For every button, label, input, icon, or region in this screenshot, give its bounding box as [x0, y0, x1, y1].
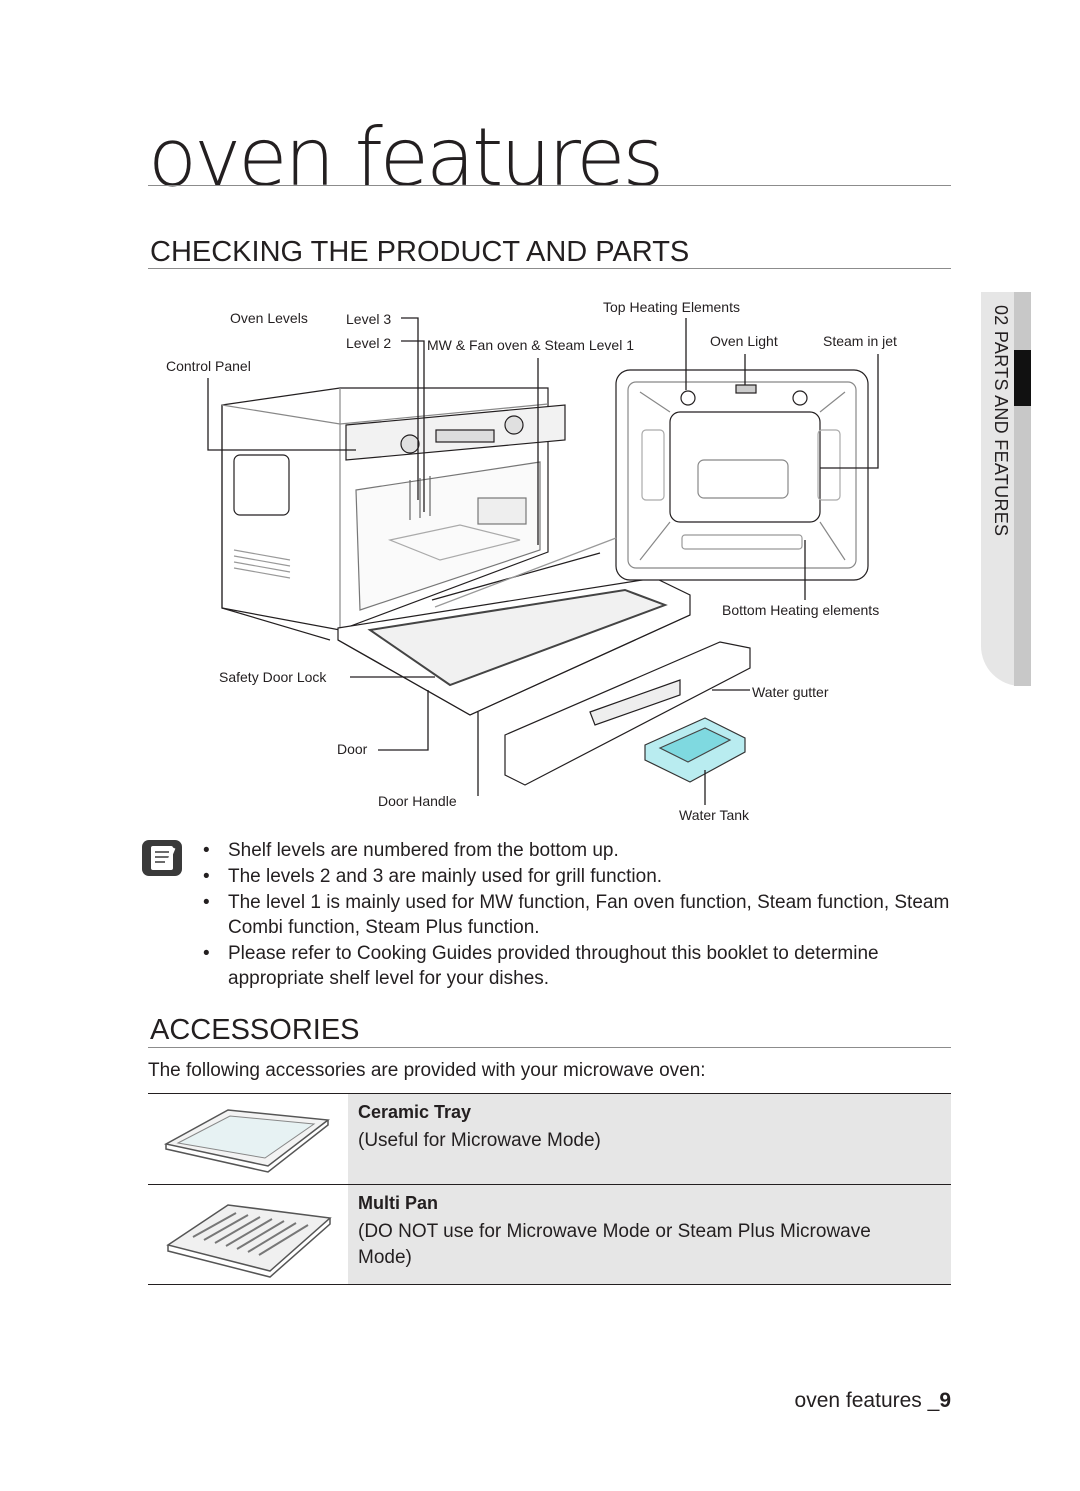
note-item: The levels 2 and 3 are mainly used for g…	[200, 864, 960, 889]
section-heading-accessories: ACCESSORIES	[150, 1014, 360, 1046]
control-panel-leader	[207, 378, 356, 451]
page-footer: oven features _9	[795, 1389, 951, 1413]
label-oven-levels: Oven Levels	[230, 310, 308, 326]
note-icon	[142, 840, 182, 876]
label-door: Door	[337, 741, 368, 757]
accessory-name: Ceramic Tray	[358, 1102, 472, 1122]
label-level1: MW & Fan oven & Steam Level 1	[427, 337, 634, 353]
label-control-panel: Control Panel	[166, 358, 251, 374]
label-water-gutter: Water gutter	[752, 684, 829, 700]
oven-door-illustration	[337, 577, 691, 716]
label-steam-jet: Steam in jet	[823, 333, 897, 349]
label-top-heating: Top Heating Elements	[603, 299, 740, 315]
table-top-rule	[148, 1093, 951, 1094]
notes-list: Shelf levels are numbered from the botto…	[200, 838, 960, 992]
page-title: oven features	[148, 111, 664, 204]
steam-jet-leader	[820, 354, 879, 469]
section-rule	[148, 268, 951, 269]
water-tank-illustration	[644, 717, 746, 783]
accessory-description: (Useful for Microwave Mode)	[358, 1130, 601, 1151]
footer-label: oven features _	[794, 1389, 940, 1412]
label-level3: Level 3	[346, 311, 392, 327]
accessory-description: (DO NOT use for Microwave Mode or Steam …	[358, 1221, 871, 1268]
chapter-tab-label: 02 PARTS AND FEATURES	[991, 305, 1011, 537]
table-bottom-rule	[148, 1284, 951, 1285]
page-number: 9	[939, 1389, 951, 1412]
oven-interior-front-view	[615, 369, 869, 581]
label-bottom-heating: Bottom Heating elements	[722, 602, 880, 618]
oven-parts-diagram	[207, 317, 879, 805]
door-leader	[378, 690, 429, 751]
chapter-tab-marker	[1014, 350, 1031, 406]
note-item: Please refer to Cooking Guides provided …	[200, 941, 960, 991]
multi-pan-info: Multi Pan (DO NOT use for Microwave Mode…	[348, 1185, 951, 1284]
section-rule	[148, 1047, 951, 1048]
label-safety-door-lock: Safety Door Lock	[219, 669, 327, 685]
table-row: Multi Pan (DO NOT use for Microwave Mode…	[148, 1185, 951, 1284]
title-rule	[148, 185, 951, 186]
oven-body-illustration	[221, 387, 566, 641]
table-row: Ceramic Tray (Useful for Microwave Mode)	[148, 1094, 951, 1184]
section-heading-checking: CHECKING THE PRODUCT AND PARTS	[150, 236, 690, 268]
level3-leader	[401, 317, 419, 500]
multi-pan-image	[148, 1185, 347, 1284]
note-item: Shelf levels are numbered from the botto…	[200, 838, 960, 863]
label-door-handle: Door Handle	[378, 793, 457, 809]
ceramic-tray-image	[148, 1094, 347, 1184]
label-oven-light: Oven Light	[710, 333, 778, 349]
ceramic-tray-info: Ceramic Tray (Useful for Microwave Mode)	[348, 1094, 951, 1184]
label-water-tank: Water Tank	[679, 807, 750, 823]
water-gutter-illustration	[504, 641, 751, 786]
accessories-intro: The following accessories are provided w…	[148, 1060, 706, 1081]
label-level2: Level 2	[346, 335, 392, 351]
table-row-rule	[148, 1184, 951, 1185]
note-item: The level 1 is mainly used for MW functi…	[200, 890, 960, 940]
accessory-name: Multi Pan	[358, 1193, 438, 1213]
level2-leader	[401, 340, 425, 512]
callout-lines	[207, 317, 879, 805]
